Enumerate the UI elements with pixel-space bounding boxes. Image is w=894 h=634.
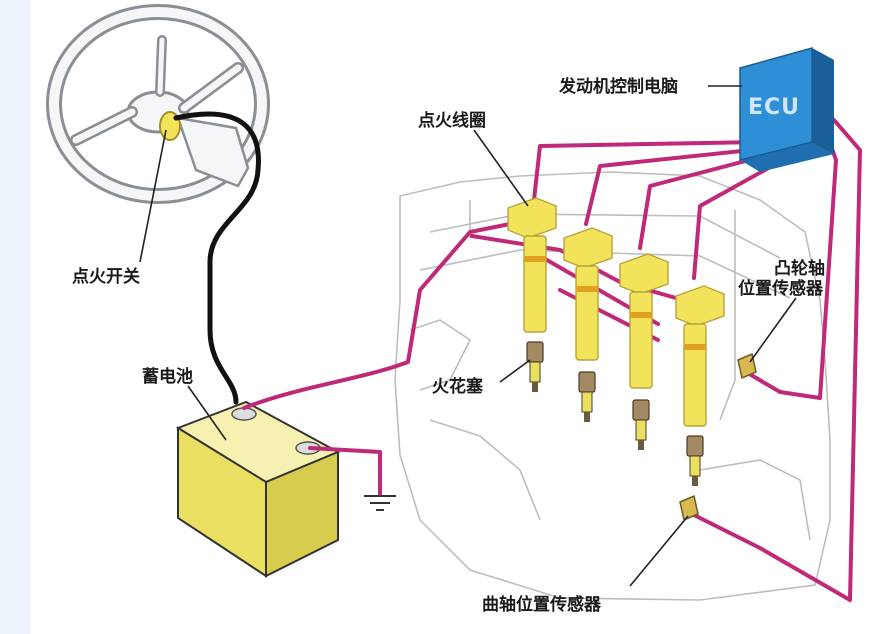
camshaft-sensor-label-line2: 位置传感器 xyxy=(738,278,824,299)
leader-lines xyxy=(139,85,797,587)
camshaft-sensor-label-line1: 凸轮轴 xyxy=(774,258,825,279)
ignition-switch-label: 点火开关 xyxy=(72,266,140,287)
ignition-coil-2 xyxy=(563,227,613,361)
spark-plug-label: 火花塞 xyxy=(432,376,484,397)
ecu-caption: 发动机控制电脑 xyxy=(558,76,678,97)
battery-icon xyxy=(175,400,341,578)
spark-plug-2 xyxy=(578,371,596,422)
ignition-switch-wire xyxy=(173,111,261,405)
ignition-coil-3 xyxy=(619,253,669,389)
ground-symbol-icon xyxy=(364,495,396,511)
battery-label: 蓄电池 xyxy=(142,366,193,387)
crankshaft-sensor xyxy=(679,494,699,522)
spark-plug-1 xyxy=(526,341,544,392)
left-edge-tint xyxy=(0,0,30,634)
ecu-box xyxy=(739,47,834,172)
spark-plug-3 xyxy=(632,399,650,450)
ignition-coil-1 xyxy=(507,197,557,333)
ignition-coil-label: 点火线圈 xyxy=(418,110,486,131)
crankshaft-sensor-label: 曲轴位置传感器 xyxy=(482,594,602,615)
ecu-box-label: ECU xyxy=(748,95,800,120)
ground-wire xyxy=(308,446,382,496)
ignition-coil-4 xyxy=(675,285,725,427)
spark-plug-4 xyxy=(686,435,704,486)
